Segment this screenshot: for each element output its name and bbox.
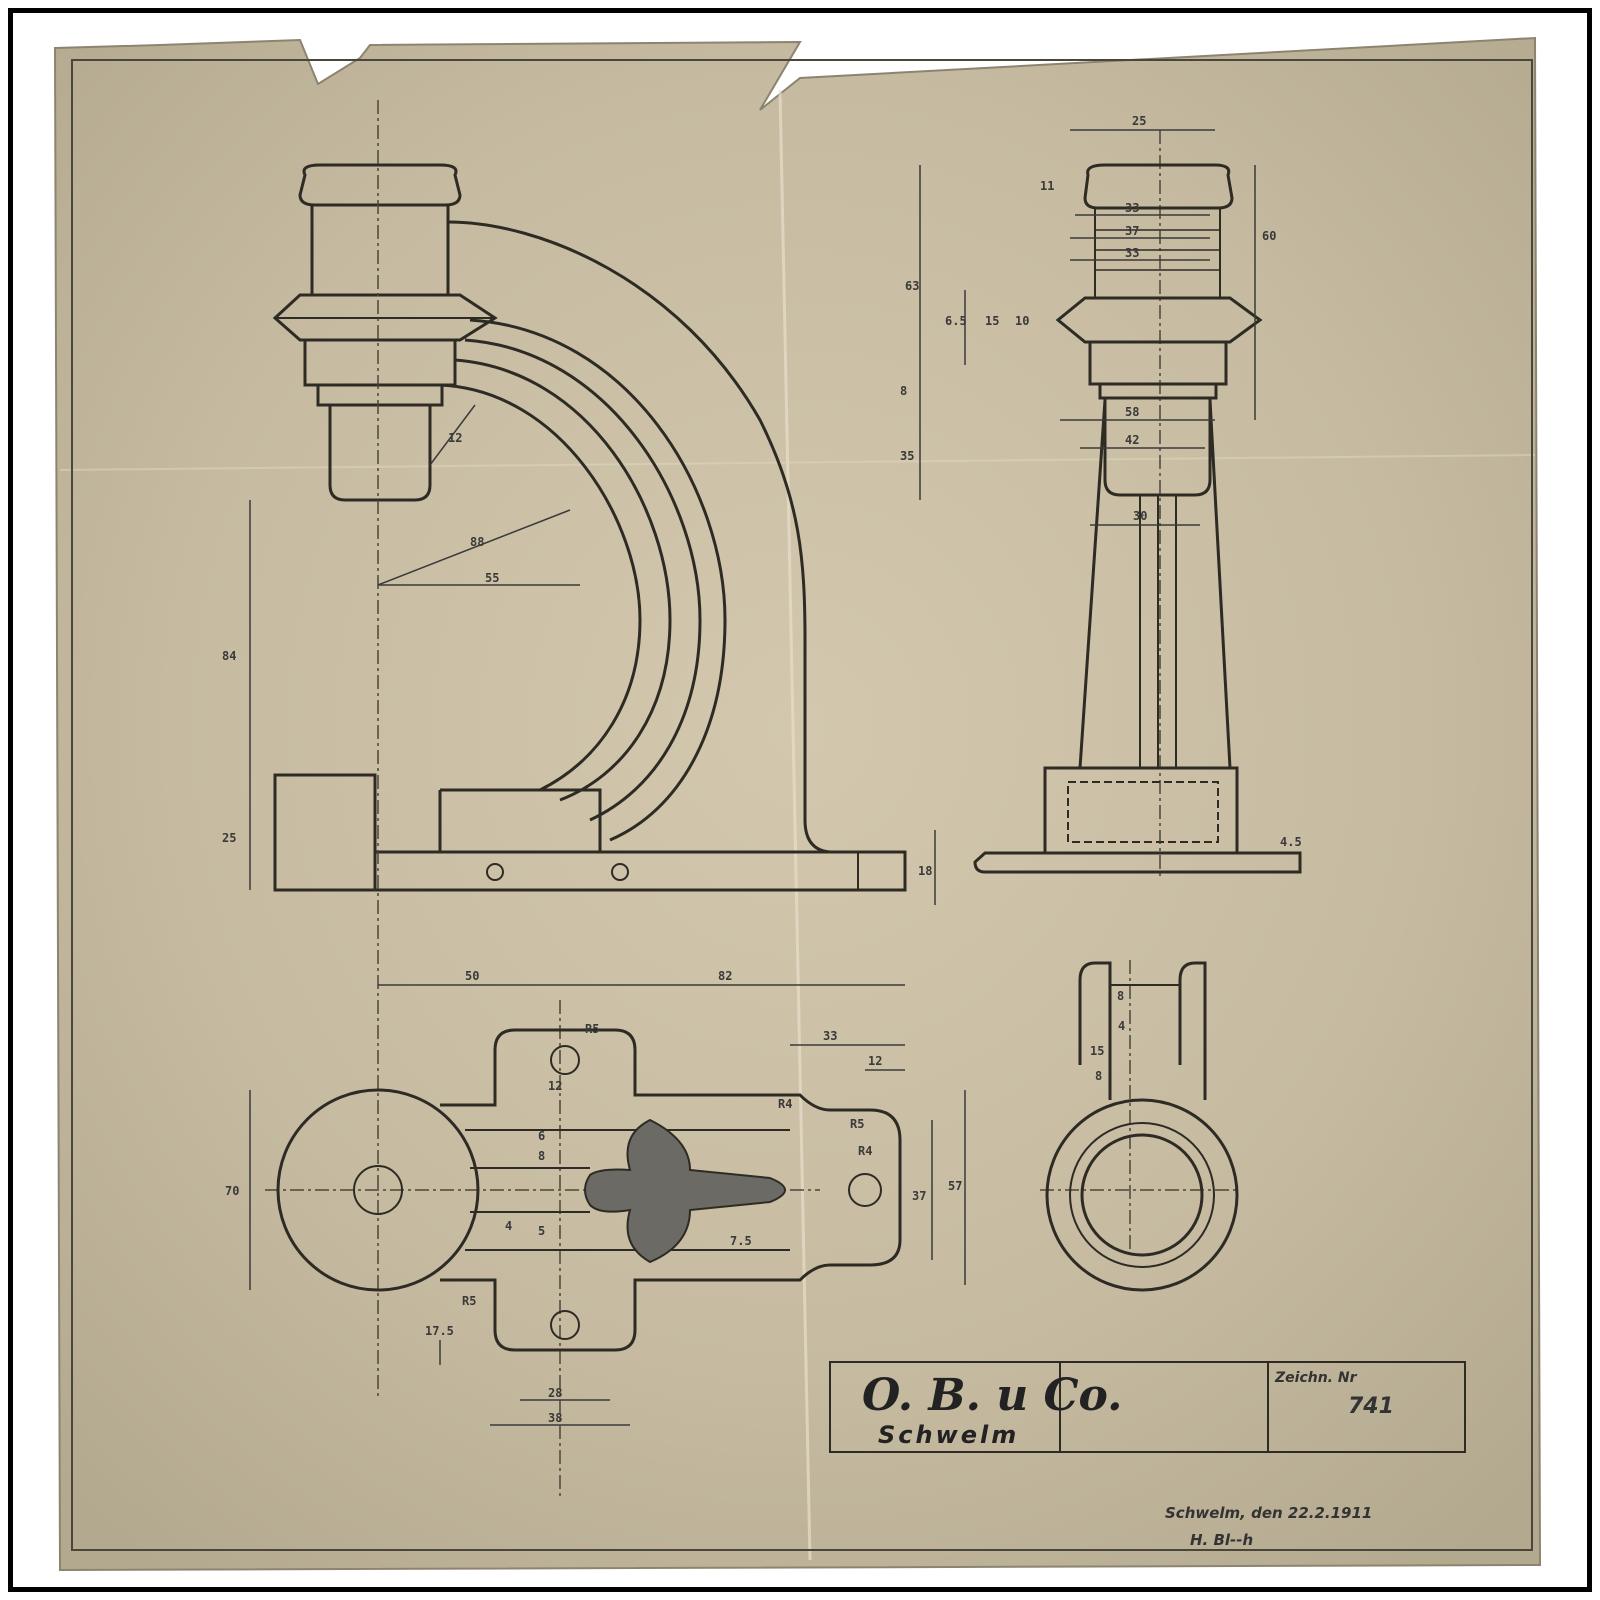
- dim-label: R5: [850, 1117, 864, 1131]
- dim-label: 4: [505, 1219, 512, 1233]
- fold-line: [778, 89, 812, 1561]
- plan-view: [276, 1028, 902, 1352]
- dim-label: R5: [462, 1294, 476, 1308]
- dim-label: 10: [1015, 314, 1029, 328]
- dim-label: 8: [900, 384, 907, 398]
- dim-label: 15: [985, 314, 999, 328]
- dim-label: R5: [585, 1022, 599, 1036]
- dim-label: 33: [823, 1029, 837, 1043]
- dim-label: 82: [718, 969, 732, 983]
- dim-label: 17.5: [425, 1324, 454, 1338]
- dim-label: 4.5: [1280, 835, 1302, 849]
- dim-label: R4: [858, 1144, 872, 1158]
- dimension-labels: 88 55 12 84 25 18 25 11 33 37 33 60 63 6…: [222, 114, 1302, 1425]
- paper-sheet: [53, 36, 1542, 1572]
- dim-label: 33: [1125, 246, 1139, 260]
- dim-label: 28: [548, 1386, 562, 1400]
- dim-label: 12: [548, 1079, 562, 1093]
- signature: H. Bl--h: [1190, 1531, 1253, 1549]
- dim-label: 11: [1040, 179, 1054, 193]
- dim-label: 15: [1090, 1044, 1104, 1058]
- dim-label: 35: [900, 449, 914, 463]
- drawing-number: 741: [1348, 1394, 1394, 1419]
- dim-label: 6: [538, 1129, 545, 1143]
- dim-label: 33: [1125, 201, 1139, 215]
- dim-label: 38: [548, 1411, 562, 1425]
- dim-label: 50: [465, 969, 479, 983]
- dim-label: 57: [948, 1179, 962, 1193]
- side-view: [973, 163, 1302, 874]
- dim-label: 37: [1125, 224, 1139, 238]
- title-block: O. B. u Co. Schwelm Zeichn. Nr 741: [829, 1361, 1466, 1453]
- dim-label: 37: [912, 1189, 926, 1203]
- dim-label: 12: [448, 431, 462, 445]
- dim-label: 84: [222, 649, 236, 663]
- company-city: Schwelm: [878, 1421, 1019, 1449]
- front-view: [272, 163, 907, 892]
- dim-label: 6.5: [945, 314, 967, 328]
- cross-section-shaded: [584, 1118, 786, 1264]
- dim-label: 60: [1262, 229, 1276, 243]
- company-name: O. B. u Co.: [862, 1370, 1122, 1421]
- drawing-border: [71, 59, 1533, 1551]
- dim-label: 55: [485, 571, 499, 585]
- dim-label: 25: [1132, 114, 1146, 128]
- dim-label: 8: [1117, 989, 1124, 1003]
- drawing-number-label: Zeichn. Nr: [1274, 1370, 1358, 1386]
- dim-label: R4: [778, 1097, 792, 1111]
- dim-label: 88: [470, 535, 484, 549]
- dim-label: 5: [538, 1224, 545, 1238]
- dim-label: 18: [918, 864, 932, 878]
- dim-label: 42: [1125, 433, 1139, 447]
- dim-label: 70: [225, 1184, 239, 1198]
- dim-label: 4: [1118, 1019, 1125, 1033]
- place-date: Schwelm, den 22.2.1911: [1165, 1504, 1372, 1522]
- dimension-lines: [249, 129, 1256, 1426]
- dim-label: 58: [1125, 405, 1139, 419]
- ring-detail: [1045, 961, 1239, 1292]
- dim-label: 25: [222, 831, 236, 845]
- dim-label: 30: [1133, 509, 1147, 523]
- fold-line: [59, 454, 1536, 471]
- dim-label: 7.5: [730, 1234, 752, 1248]
- dim-label: 8: [1095, 1069, 1102, 1083]
- dim-label: 63: [905, 279, 919, 293]
- dim-label: 8: [538, 1149, 545, 1163]
- dim-label: 12: [868, 1054, 882, 1068]
